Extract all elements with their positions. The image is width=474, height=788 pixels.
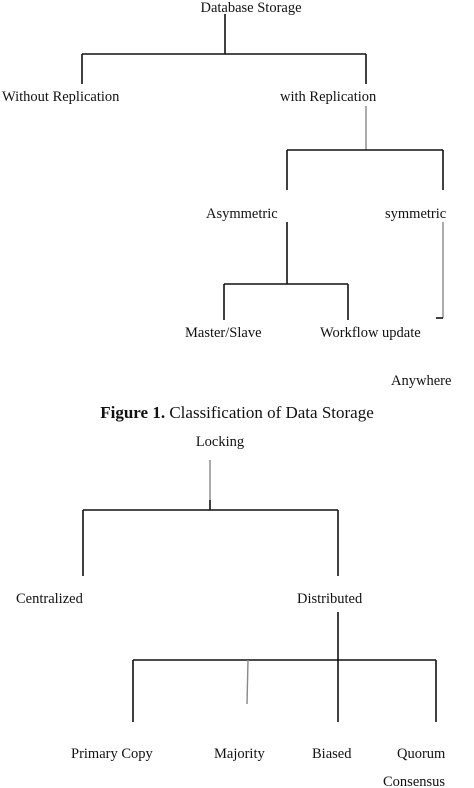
- node-anywhere: Anywhere: [391, 373, 451, 389]
- figure1-caption-text: Classification of Data Storage: [165, 403, 374, 422]
- figure1-caption: Figure 1. Classification of Data Storage: [100, 403, 374, 422]
- node-workflow-update: Workflow update: [320, 325, 421, 341]
- node-symmetric: symmetric: [385, 206, 446, 222]
- node-database-storage: Database Storage: [200, 0, 301, 16]
- node-with-replication: with Replication: [280, 89, 377, 105]
- node-distributed: Distributed: [297, 591, 363, 607]
- edge-to-majority: [246, 659, 249, 705]
- figure1-caption-label: Figure 1.: [100, 403, 165, 422]
- node-consensus: Consensus: [383, 774, 445, 788]
- node-master-slave: Master/Slave: [185, 325, 262, 341]
- node-centralized: Centralized: [16, 591, 84, 607]
- node-locking: Locking: [196, 434, 244, 450]
- node-quorum: Quorum: [397, 746, 446, 762]
- node-asymmetric: Asymmetric: [206, 206, 278, 222]
- figure2-tree: Locking Centralized Distributed Primary …: [16, 434, 446, 788]
- node-biased: Biased: [312, 746, 352, 762]
- node-without-replication: Without Replication: [2, 89, 120, 105]
- node-primary-copy: Primary Copy: [71, 746, 154, 762]
- node-majority: Majority: [214, 746, 265, 762]
- figure1-tree: Database Storage Without Replication wit…: [2, 0, 451, 389]
